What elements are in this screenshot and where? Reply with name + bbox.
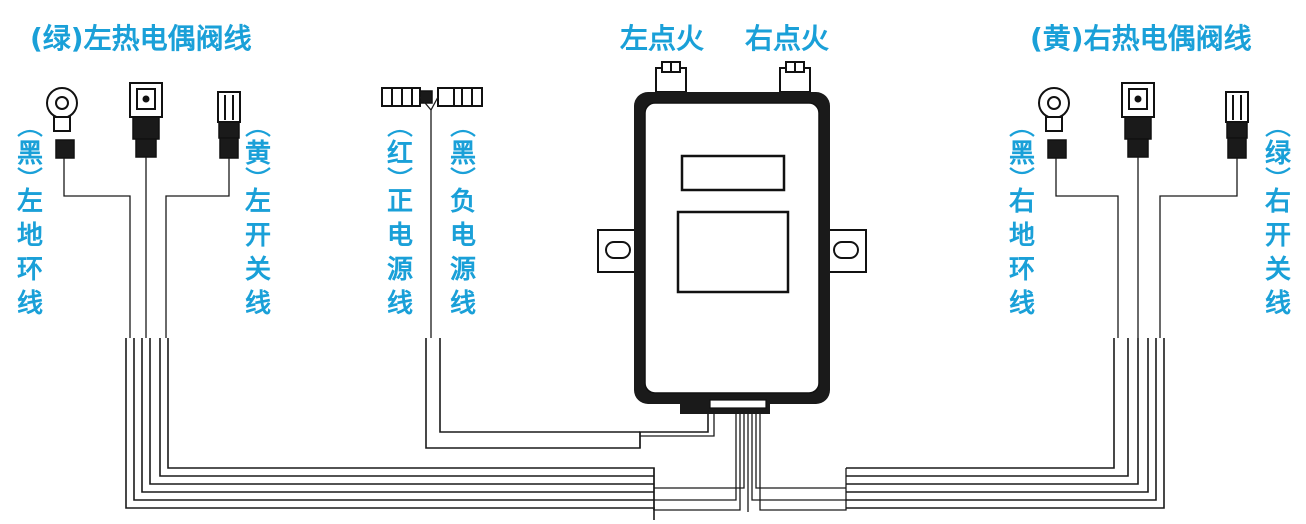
paren-open [387, 129, 413, 137]
right-ground-ring-terminal [1038, 87, 1070, 159]
wire-color-char: 红 [387, 138, 413, 169]
left-switch-spade-connector [217, 91, 241, 159]
wire-label-char: 开 [245, 221, 271, 251]
left-ignition-post [655, 61, 687, 93]
right-thermocouple-title: (黄)右热电偶阀线 [1030, 22, 1252, 55]
wire-label-char: 源 [450, 255, 476, 285]
wire-label-char: 地 [1009, 221, 1035, 251]
left-ground-ring-terminal [46, 87, 78, 159]
wire-label-char: 关 [245, 255, 271, 285]
wire-label-char: 环 [17, 255, 43, 285]
paren-close [1009, 167, 1035, 175]
left-ground-connector [129, 82, 163, 158]
paren-open [245, 129, 271, 137]
wire-label-char: 左 [245, 187, 271, 217]
wire-label-char: 右 [1265, 187, 1291, 217]
harness-wires [63, 96, 1238, 520]
right-ignition-post [779, 61, 811, 93]
wire-label-char: 电 [450, 221, 476, 251]
paren-open [450, 129, 476, 137]
wire-label-char: 源 [387, 255, 413, 285]
wire-label-char: 线 [245, 289, 271, 319]
left-thermocouple-title: (绿)左热电偶阀线 [30, 22, 252, 55]
paren-close [450, 167, 476, 175]
wire-color-char: 黄 [245, 139, 271, 169]
paren-close [245, 167, 271, 175]
paren-close [1265, 167, 1291, 175]
paren-open [1265, 129, 1291, 137]
wire-color-char: 黑 [1009, 139, 1035, 169]
right-ignition-label: 右点火 [745, 22, 829, 55]
wire-color-char: 黑 [17, 139, 43, 169]
wire-label-char: 开 [1265, 221, 1291, 251]
paren-open [1009, 129, 1035, 137]
paren-open [17, 129, 43, 137]
wire-label-char: 线 [387, 289, 413, 319]
left-ignition-label: 左点火 [620, 22, 704, 55]
paren-close [17, 167, 43, 175]
wire-label-char: 线 [17, 289, 43, 319]
wire-label-char: 线 [450, 289, 476, 319]
wire-label-char: 右 [1009, 187, 1035, 217]
wire-label-char: 环 [1009, 255, 1035, 285]
wire-label-char: 负 [450, 187, 476, 217]
negative-power-connector [437, 87, 483, 107]
wire-label-char: 正 [387, 187, 413, 217]
right-switch-spade-connector [1225, 91, 1249, 159]
wire-label-char: 电 [387, 221, 413, 251]
wire-color-char: 绿 [1265, 139, 1292, 169]
paren-close [387, 167, 413, 175]
wire-label-char: 左 [17, 187, 43, 217]
right-ground-connector [1121, 82, 1155, 158]
wire-label-char: 线 [1009, 289, 1035, 319]
wire-label-char: 线 [1265, 289, 1291, 319]
ignition-control-box [597, 61, 867, 414]
wire-label-char: 地 [17, 221, 43, 251]
wire-label-char: 关 [1265, 255, 1291, 285]
wire-color-char: 黑 [450, 139, 476, 169]
